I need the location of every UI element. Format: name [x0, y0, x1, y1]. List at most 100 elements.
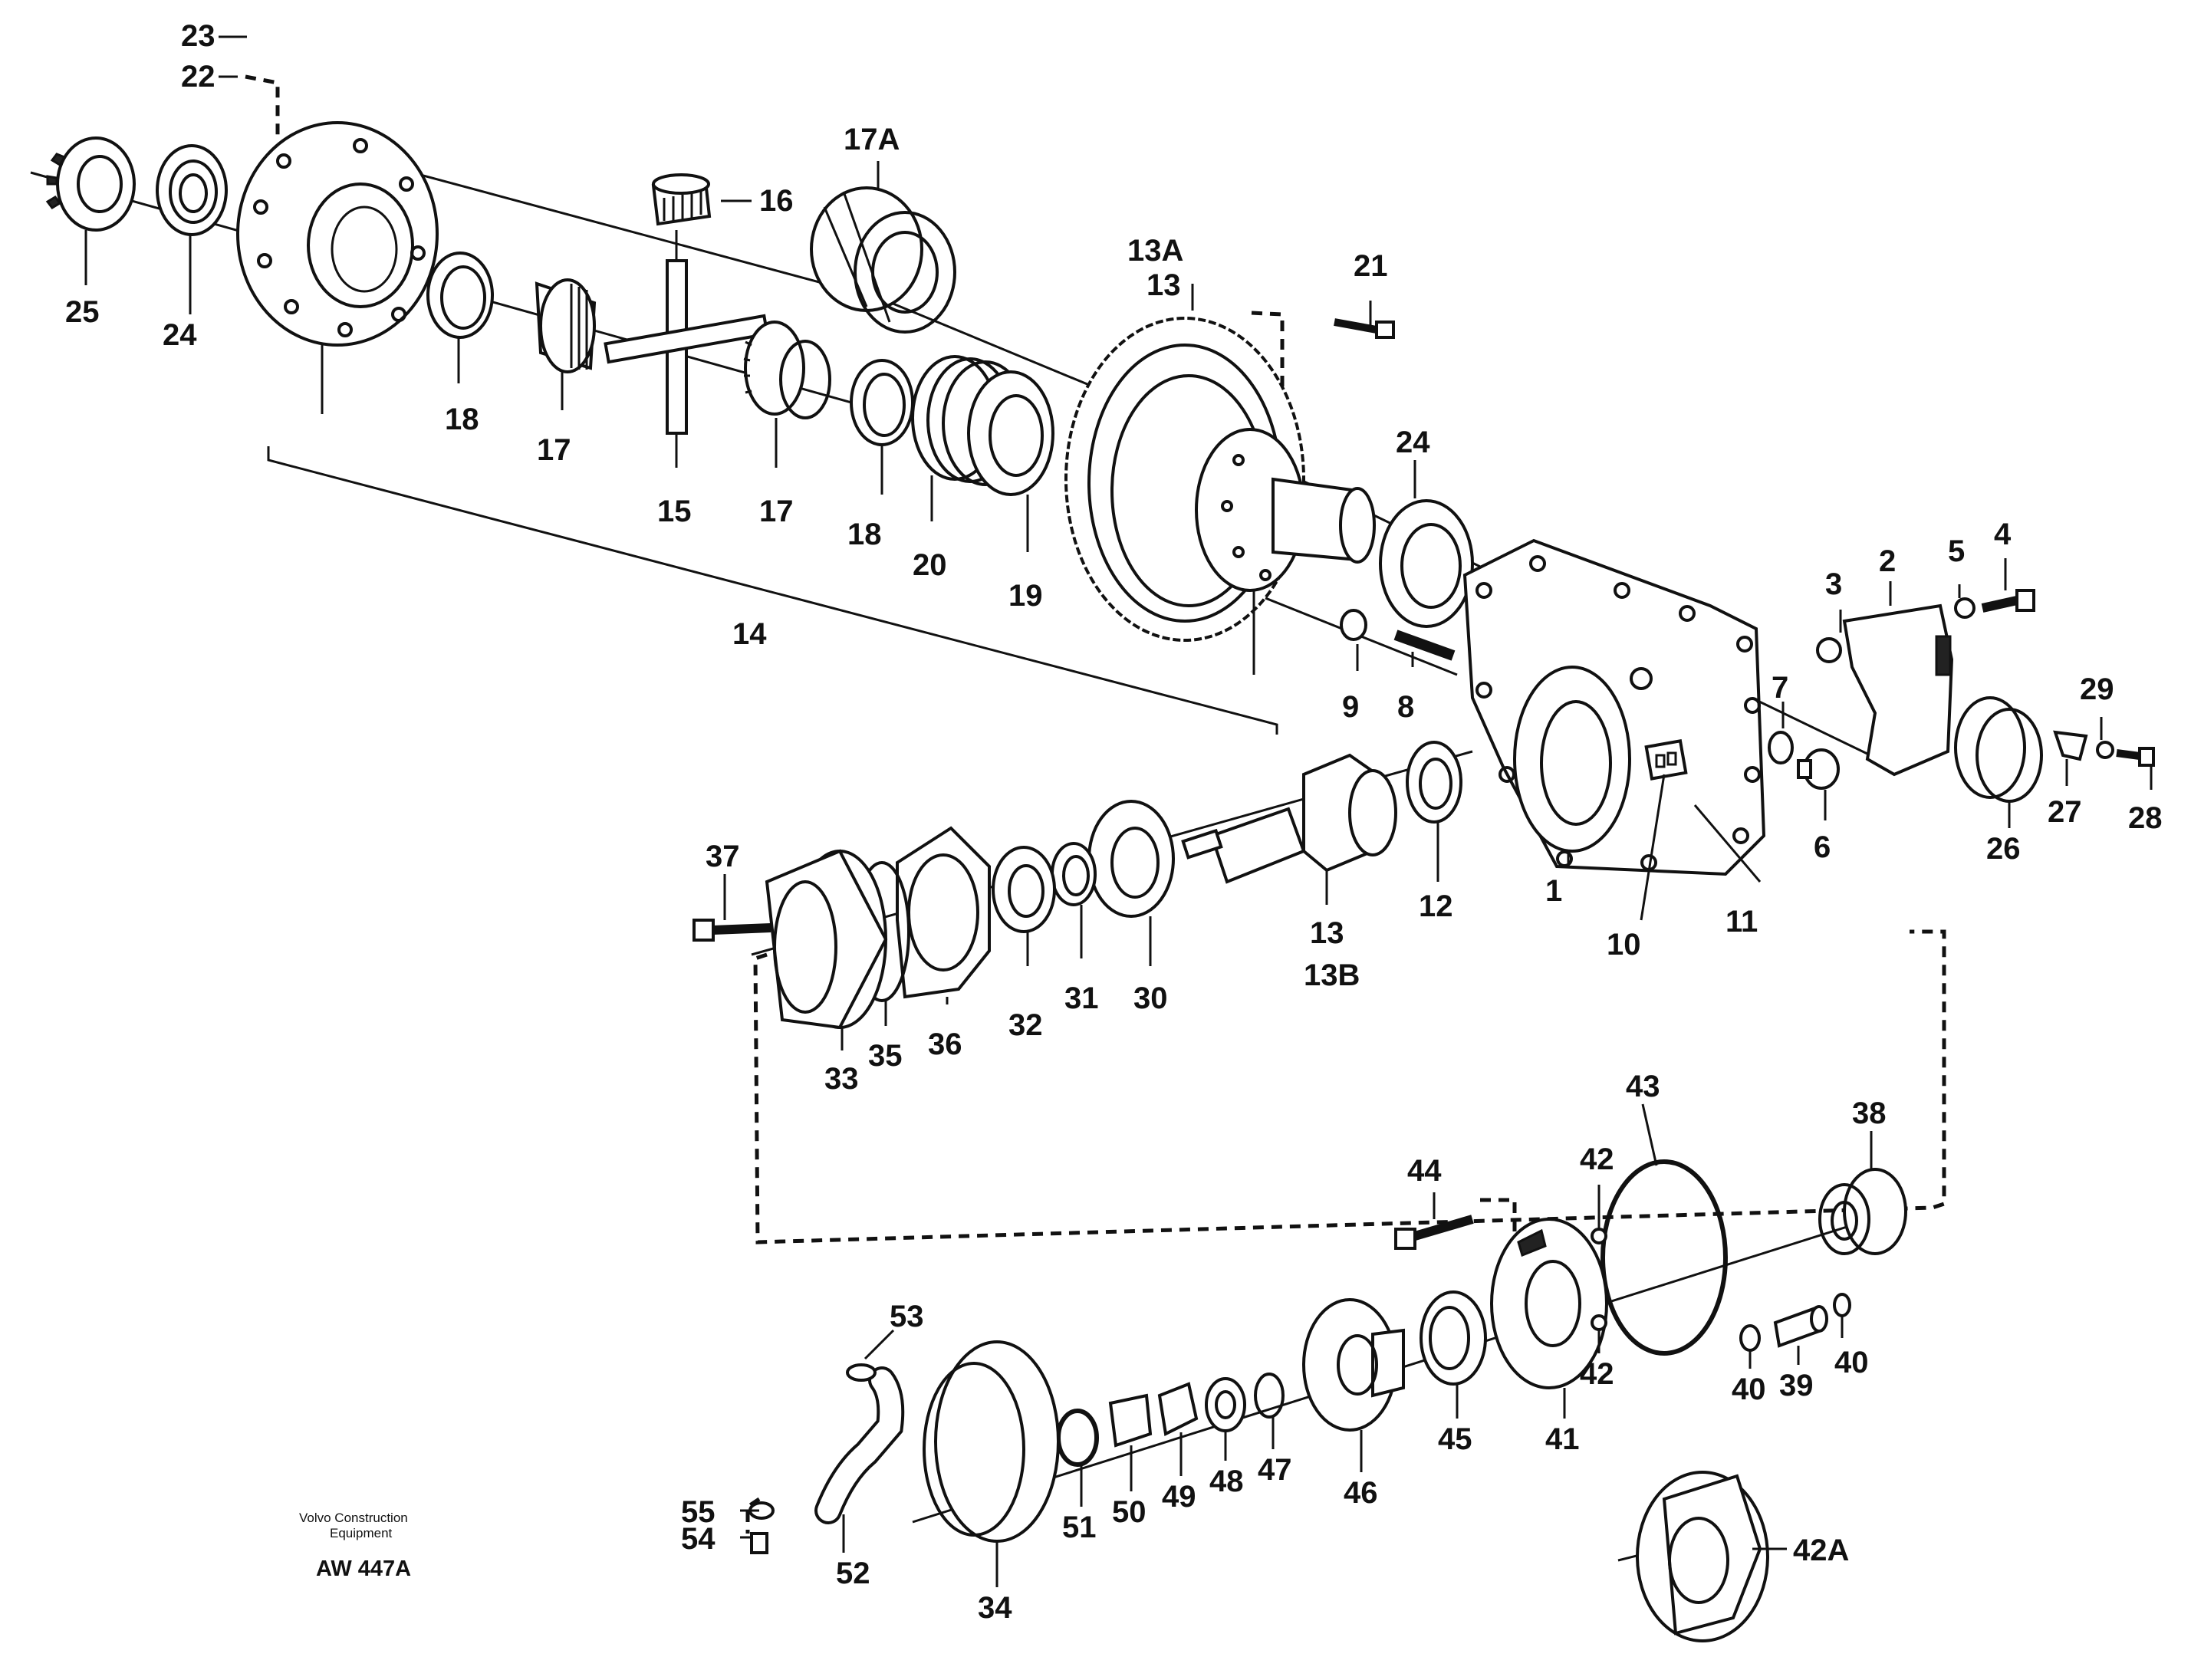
part-9-nut [1340, 609, 1367, 641]
label-10: 10 [1607, 928, 1641, 962]
label-17: 17 [537, 433, 571, 467]
part-48-nut [1205, 1377, 1246, 1432]
part-34-cover [923, 1340, 1060, 1543]
label-11: 11 [1725, 905, 1758, 939]
label-13A: 13A [1127, 234, 1183, 268]
part-29-washer [2096, 741, 2114, 759]
label-36: 36 [928, 1027, 962, 1061]
label-44: 44 [1407, 1154, 1442, 1188]
label-13B: 13B [1304, 958, 1360, 992]
part-7-seal-ring [1768, 731, 1794, 764]
label-48: 48 [1209, 1465, 1244, 1498]
label-16: 16 [759, 184, 794, 218]
label-29: 29 [2080, 672, 2114, 706]
part-30-bearing-cup [1087, 800, 1175, 918]
part-1-carrier-housing [1462, 538, 1766, 876]
label-13: 13 [1146, 268, 1181, 302]
label-52: 52 [836, 1557, 870, 1590]
label-23: 23 [181, 19, 215, 53]
credit-line-1: Volvo Construction [299, 1511, 408, 1525]
part-27-lock-plate [2053, 730, 2088, 761]
label-20: 20 [913, 548, 947, 582]
part-4-bolt [1981, 589, 2035, 613]
label-55: 55 [681, 1495, 716, 1529]
leader-lines [84, 35, 2153, 1587]
part-17-side-gear-left [535, 278, 597, 373]
label-53: 53 [890, 1300, 924, 1333]
label-49: 49 [1162, 1480, 1196, 1514]
label-24: 24 [1396, 426, 1430, 459]
part-41-pump-cover [1490, 1218, 1608, 1389]
label-42: 42 [1580, 1357, 1614, 1391]
label-37: 37 [706, 840, 740, 873]
label-18: 18 [847, 518, 882, 551]
part-44-bolt [1394, 1215, 1474, 1250]
part-32-bearing [992, 846, 1056, 933]
part-2-bearing-cap [1842, 603, 1954, 777]
label-27: 27 [2048, 795, 2082, 829]
label-7: 7 [1772, 671, 1788, 705]
label-38: 38 [1852, 1096, 1887, 1130]
part-labels: 23 22 25 24 17A 16 18 17 15 17 18 20 19 … [65, 19, 2163, 1625]
label-46: 46 [1344, 1476, 1378, 1510]
label-54: 54 [681, 1522, 716, 1556]
part-45-seal [1420, 1290, 1487, 1386]
part-5-washer [1954, 597, 1976, 619]
part-46-pump-hub [1302, 1298, 1405, 1432]
label-1: 1 [1545, 874, 1562, 908]
part-18-washer-left [426, 252, 494, 339]
label-41: 41 [1545, 1422, 1580, 1456]
label-6: 6 [1814, 830, 1831, 864]
part-13-drive-pinion [1181, 753, 1397, 884]
label-21: 21 [1354, 249, 1388, 283]
label-19: 19 [1008, 579, 1043, 613]
part-49-lock-plate [1157, 1382, 1199, 1437]
part-51-circlip [1056, 1409, 1099, 1467]
part-17-side-gear-right [743, 321, 831, 419]
part-differential-housing-half [236, 121, 439, 347]
label-50: 50 [1112, 1495, 1146, 1529]
part-31-spacer [1051, 842, 1097, 906]
label-18: 18 [445, 403, 479, 436]
part-8-stud [1393, 630, 1456, 661]
part-36-shim-plate [896, 826, 991, 999]
label-26: 26 [1986, 832, 2021, 866]
label-45: 45 [1438, 1422, 1472, 1456]
part-38-seal [1818, 1168, 1907, 1255]
part-33-bearing-housing [765, 849, 888, 1030]
part-differential-housing-flanged [1195, 428, 1376, 592]
part-6-plug [1797, 748, 1840, 790]
part-50-gear [1108, 1393, 1153, 1448]
part-18-washer-right [850, 359, 914, 446]
part-17A-gear-set [810, 186, 956, 334]
label-17A: 17A [844, 123, 900, 156]
part-47-ring [1254, 1373, 1285, 1419]
label-30: 30 [1133, 981, 1168, 1015]
label-9: 9 [1342, 690, 1359, 724]
part-26-adjusting-ring [1954, 696, 2043, 803]
part-12-bearing [1406, 741, 1462, 824]
label-47: 47 [1258, 1453, 1292, 1487]
part-37-bolt [693, 919, 771, 942]
label-5: 5 [1948, 534, 1965, 568]
label-42A: 42A [1793, 1534, 1849, 1567]
label-8: 8 [1397, 690, 1414, 724]
label-43: 43 [1626, 1070, 1660, 1103]
label-33: 33 [824, 1062, 859, 1096]
label-31: 31 [1064, 981, 1099, 1015]
label-12: 12 [1419, 889, 1453, 923]
label-40: 40 [1834, 1346, 1869, 1379]
label-4: 4 [1994, 518, 2012, 551]
label-2: 2 [1879, 544, 1896, 578]
label-13: 13 [1310, 916, 1344, 950]
label-32: 32 [1008, 1008, 1043, 1042]
part-15-spider-cross [604, 259, 769, 435]
part-16-pinion-gear-small [651, 173, 712, 226]
part-43-o-ring [1600, 1159, 1728, 1356]
part-42A-pump-assembly [1636, 1471, 1769, 1642]
label-35: 35 [868, 1039, 903, 1073]
part-21-bolt [1334, 318, 1395, 339]
part-53-washer [846, 1363, 877, 1382]
label-51: 51 [1062, 1511, 1097, 1544]
